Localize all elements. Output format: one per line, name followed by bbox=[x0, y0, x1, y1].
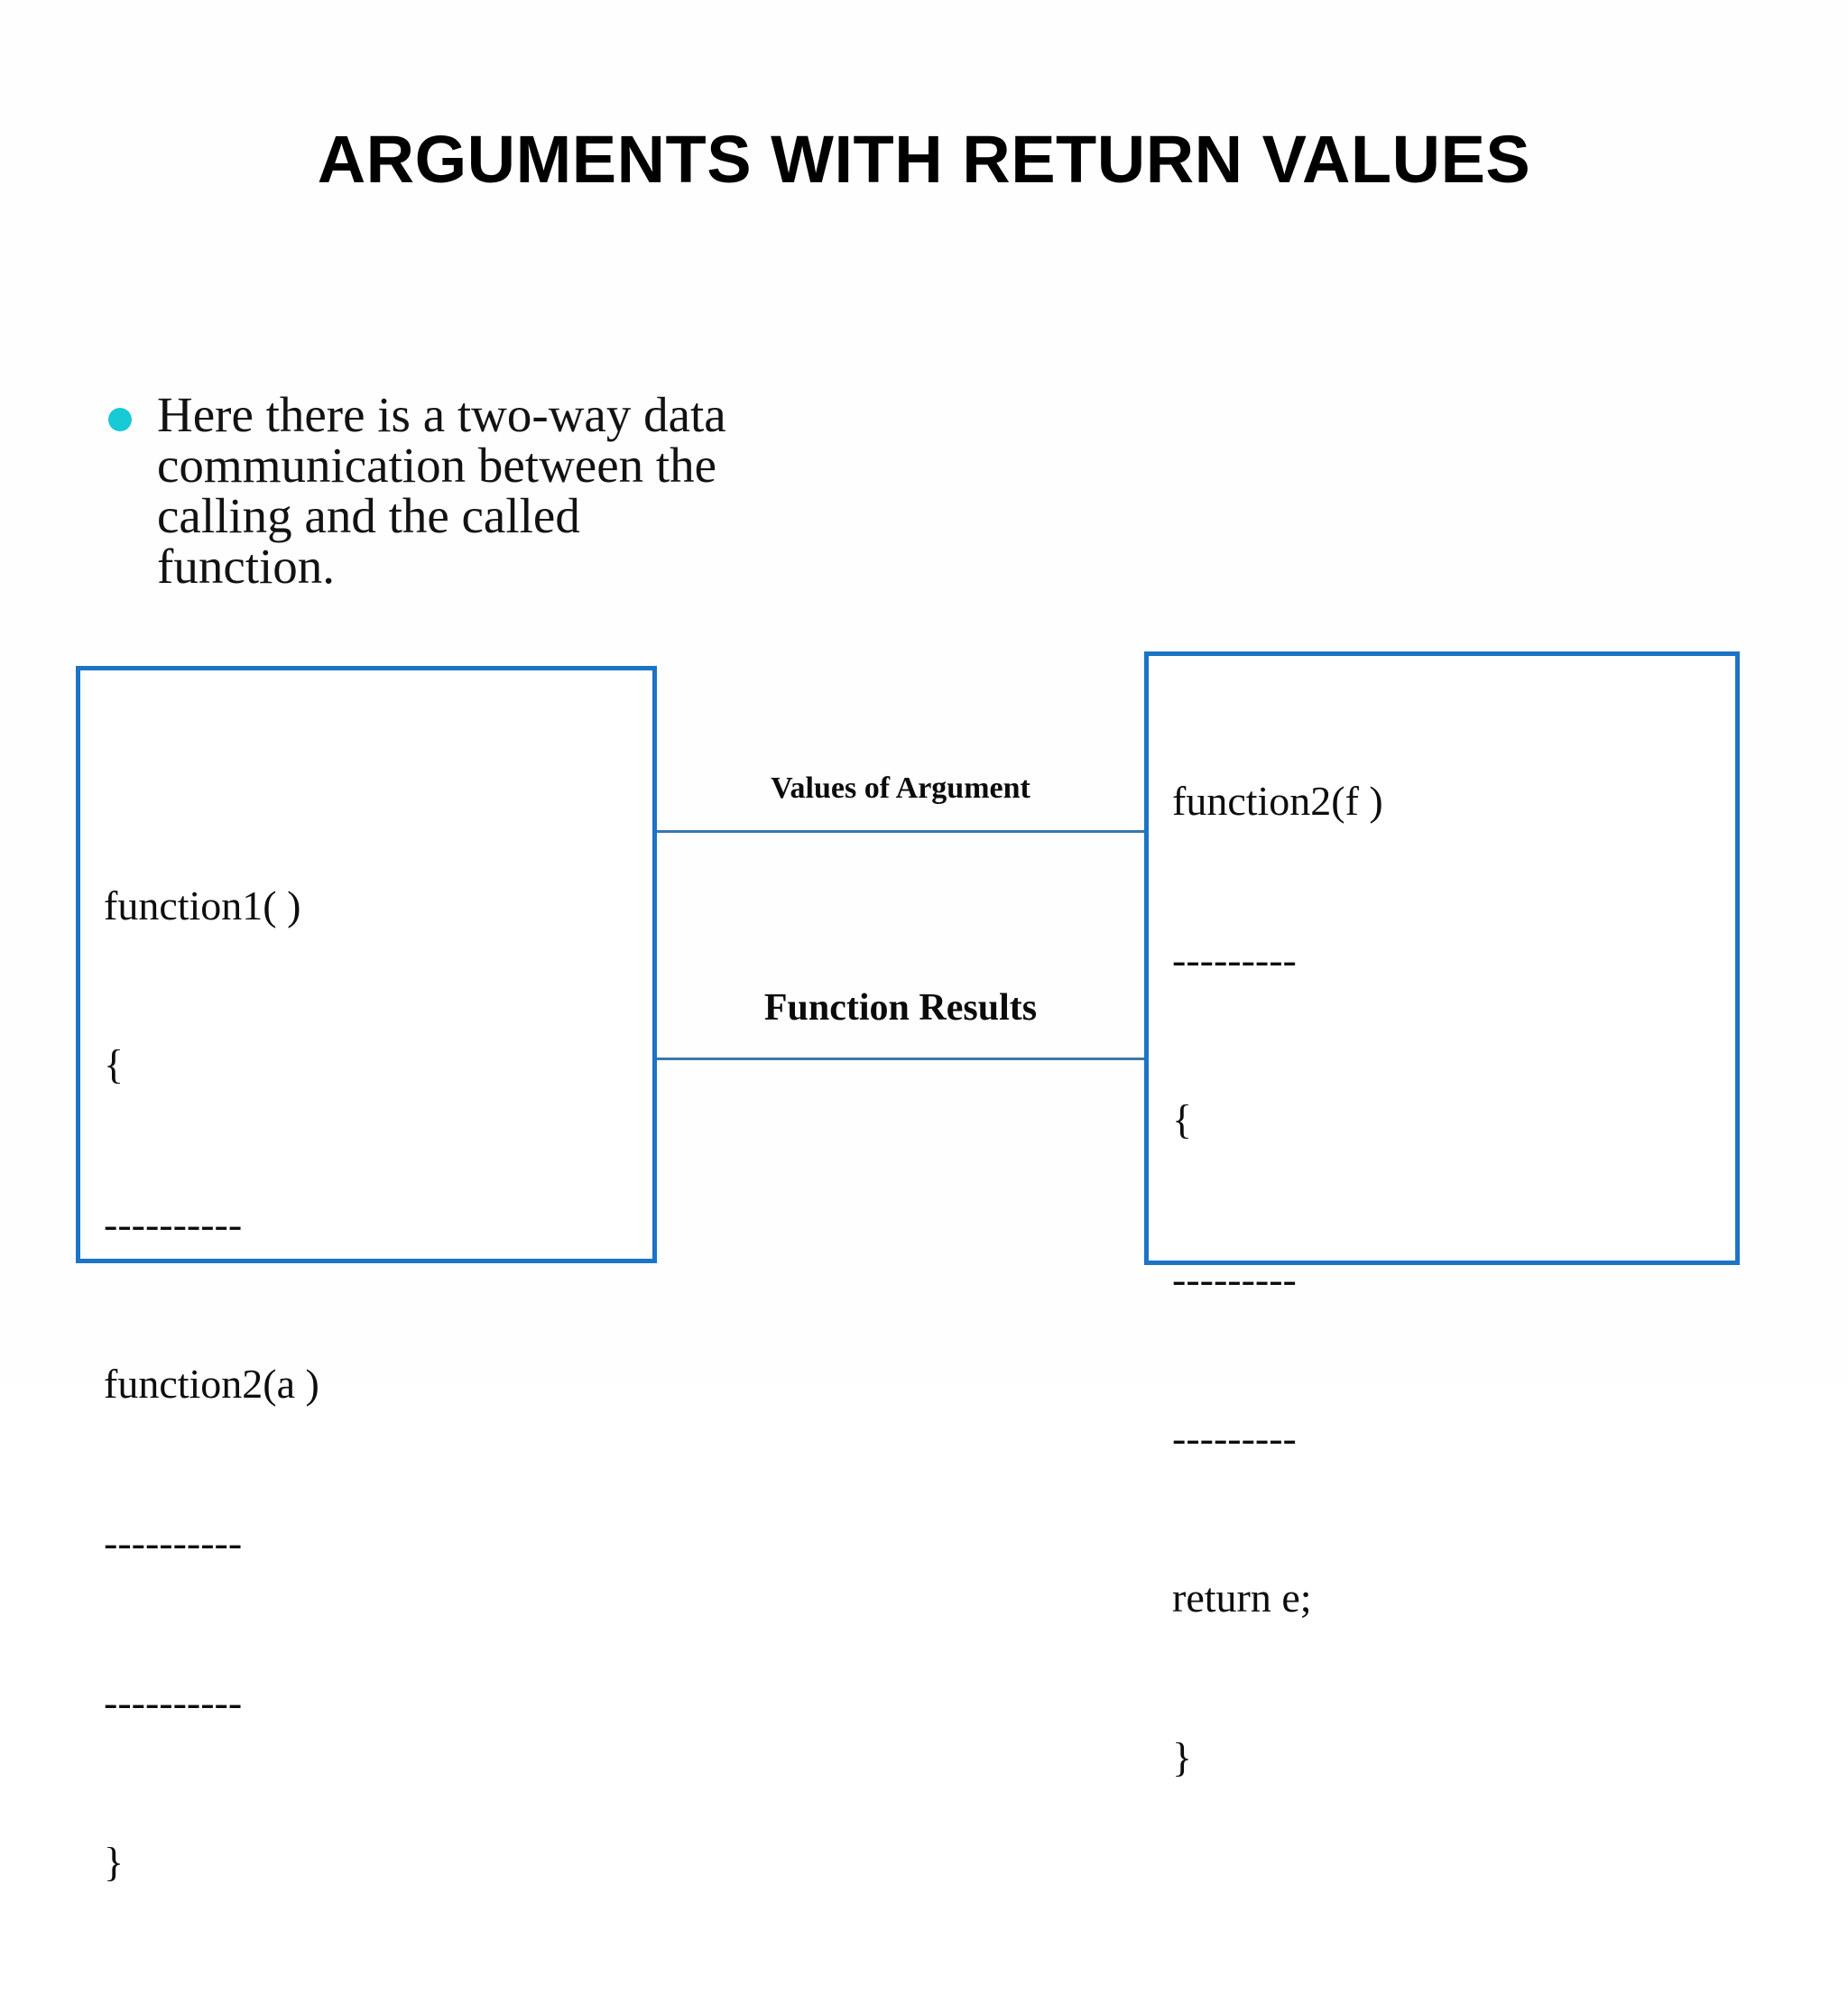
code-line: function1( ) bbox=[104, 882, 301, 928]
code-line: ---------- bbox=[104, 1678, 243, 1725]
connector-label-values-of-argument: Values of Argument bbox=[771, 771, 1030, 805]
bullet-dot-icon bbox=[108, 408, 132, 431]
connector-label-function-results: Function Results bbox=[763, 987, 1038, 1029]
bullet-list-item: Here there is a two-way data communicati… bbox=[108, 387, 902, 595]
bullet-item-label: Here there is a two-way data communicati… bbox=[157, 387, 726, 595]
connector-line-function-results bbox=[657, 1058, 1144, 1060]
called-function-code: function2(f ) --------- { --------- ----… bbox=[1172, 669, 1383, 1890]
code-line: --------- bbox=[1172, 937, 1297, 984]
code-line: ---------- bbox=[104, 1201, 243, 1247]
slide-canvas: ARGUMENTS WITH RETURN VALUES Here there … bbox=[76, 122, 1740, 1885]
connector-line-values-of-argument bbox=[657, 830, 1144, 833]
code-line: --------- bbox=[1172, 1255, 1297, 1302]
code-line: function2(a ) bbox=[104, 1360, 319, 1407]
function-call-diagram: function1( ) { ---------- function2(a ) … bbox=[76, 651, 1740, 1885]
code-line: function2(f ) bbox=[1172, 777, 1383, 824]
code-line: return e; bbox=[1172, 1574, 1312, 1621]
calling-function-code: function1( ) { ---------- function2(a ) … bbox=[104, 773, 319, 1995]
code-line: { bbox=[104, 1041, 125, 1088]
code-line: { bbox=[1172, 1096, 1193, 1142]
code-line: } bbox=[104, 1838, 125, 1885]
code-line: } bbox=[1172, 1733, 1193, 1780]
code-line: --------- bbox=[1172, 1415, 1297, 1462]
called-function-box: function2(f ) --------- { --------- ----… bbox=[1144, 651, 1740, 1780]
calling-function-box: function1( ) { ---------- function2(a ) … bbox=[76, 666, 657, 1885]
page-title: ARGUMENTS WITH RETURN VALUES bbox=[317, 122, 1531, 197]
code-line: ---------- bbox=[104, 1519, 243, 1566]
